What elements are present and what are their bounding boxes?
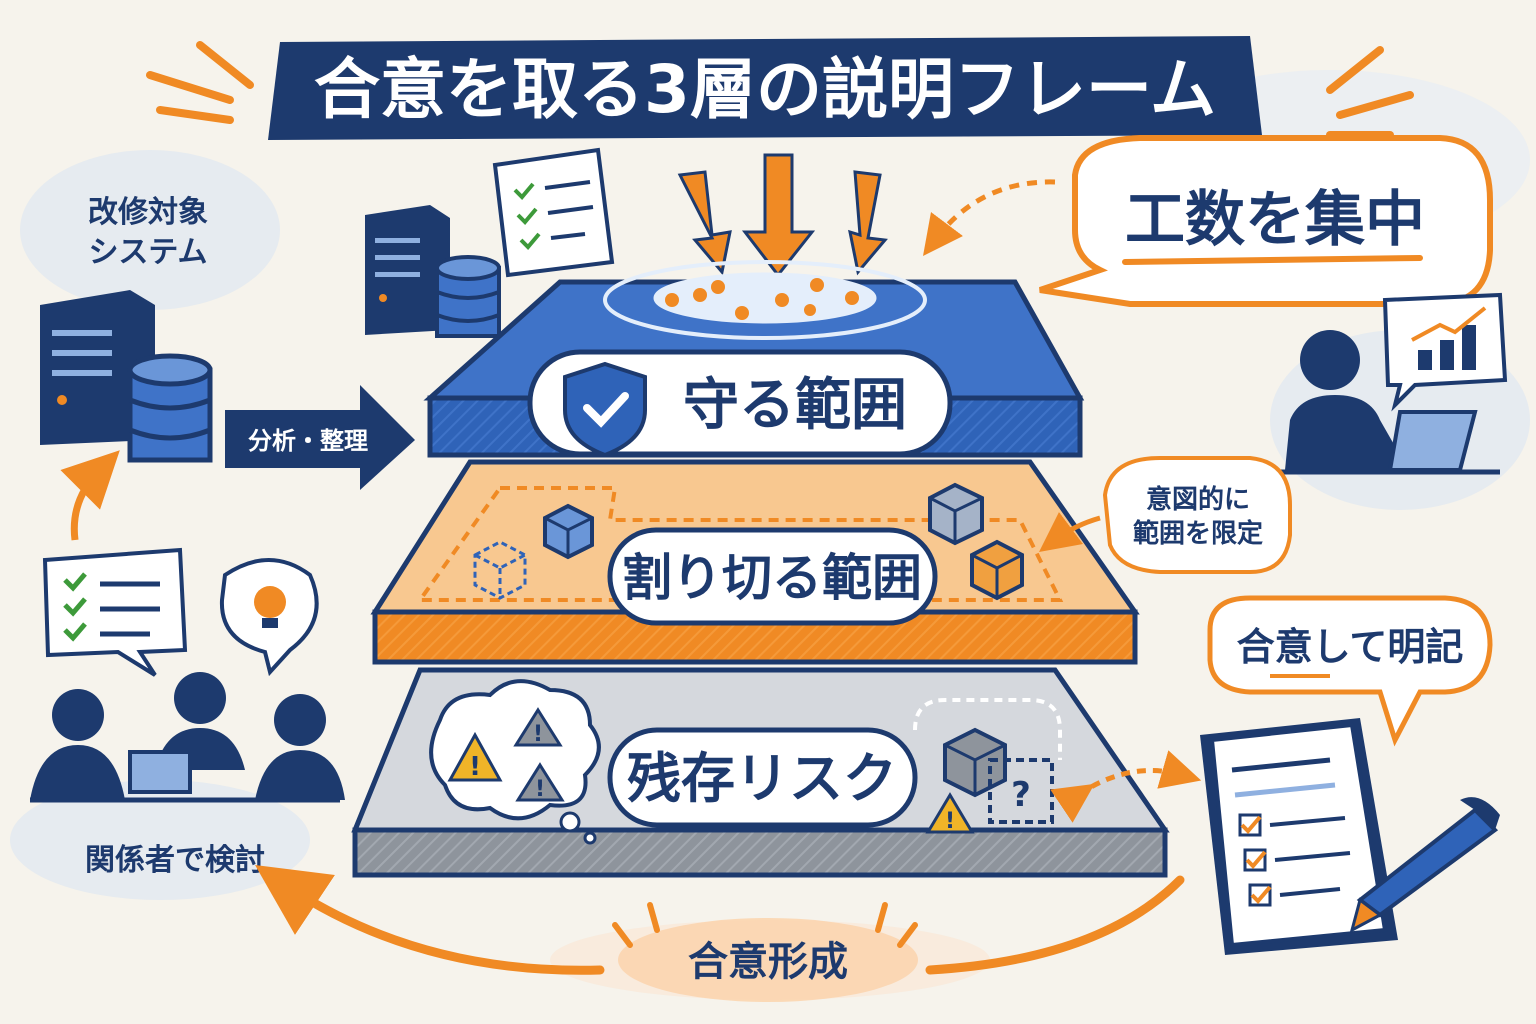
warning-icon: !: [515, 762, 565, 802]
server-icon: [40, 290, 155, 445]
limit-bubble: 意図的に 範囲を限定: [1102, 456, 1292, 574]
growth-chart-bubble: [1382, 292, 1508, 412]
analysis-arrow-label: 分析・整理: [248, 427, 368, 455]
layer-risk: ! ! ! 残存リスク ? !: [351, 667, 1170, 878]
risk-document-link-arrow: [1050, 750, 1202, 823]
risk-label-pill: 残存リスク: [607, 727, 918, 828]
limit-bubble-line1: 意図的に: [1146, 484, 1250, 515]
svg-text:?: ?: [1011, 775, 1031, 815]
warning-icon: !: [925, 792, 975, 834]
lightbulb-icon: [254, 586, 286, 618]
dashed-cube-icon: [473, 540, 527, 600]
focus-to-layer-arrow: [922, 179, 1056, 256]
top-server-group: [365, 205, 501, 338]
title-banner: 合意を取る3層の説明フレーム: [268, 36, 1262, 140]
system-label-line2: システム: [88, 235, 207, 270]
analyst-group: [1270, 292, 1508, 475]
layer-protect-label: 守る範囲: [683, 373, 907, 438]
svg-text:!: !: [535, 777, 545, 802]
consensus-label-group: 合意形成: [612, 902, 918, 1002]
cube-icon: [970, 539, 1024, 601]
laptop-icon: [30, 750, 340, 803]
focus-arrows: [677, 153, 888, 278]
focus-bubble: 工数を集中: [1039, 135, 1493, 307]
consensus-arc-right: [925, 875, 1185, 975]
shield-check-icon: [563, 361, 647, 458]
agree-bubble: 合意して明記: [1207, 595, 1493, 747]
agree-bubble-label: 合意して明記: [1237, 625, 1464, 669]
stakeholders-label: 関係者で検討: [85, 843, 265, 878]
system-label-line1: 改修対象: [88, 195, 208, 230]
focus-dots: [665, 278, 859, 320]
analysis-arrow: 分析・整理: [225, 385, 415, 490]
warning-icon: !: [447, 731, 503, 782]
warning-thought-bubble: ! ! !: [429, 679, 601, 845]
pen-icon: [1349, 797, 1500, 933]
svg-text:!: !: [533, 722, 543, 747]
checklist-speech-bubble: [42, 547, 188, 677]
svg-text:!: !: [945, 809, 955, 834]
layer-risk-label: 残存リスク: [627, 747, 897, 810]
cube-icon: [943, 727, 1007, 798]
focus-bubble-label: 工数を集中: [1125, 185, 1425, 255]
signed-document-icon: [1200, 718, 1500, 955]
layer-cut-label: 割り切る範囲: [622, 549, 922, 607]
target-system-group: 改修対象 システム: [40, 195, 213, 463]
cut-label-pill: 割り切る範囲: [607, 527, 938, 626]
limit-to-layer-arrow: [1038, 512, 1101, 552]
svg-text:!: !: [469, 752, 481, 782]
unknown-scope-group: ? !: [913, 698, 1062, 834]
layer-protect: 守る範囲: [423, 260, 1085, 458]
page-title: 合意を取る3層の説明フレーム: [314, 51, 1216, 128]
cube-icon: [543, 503, 594, 560]
person-at-laptop-icon: [1270, 330, 1500, 475]
limit-bubble-line2: 範囲を限定: [1133, 518, 1263, 549]
warning-icon: !: [513, 707, 563, 747]
stakeholders-group: 関係者で検討: [30, 547, 345, 878]
protect-label-pill: 守る範囲: [527, 349, 953, 458]
top-checklist-icon: [492, 147, 615, 278]
database-icon: [127, 353, 213, 463]
consensus-arc-left: [255, 865, 605, 975]
trend-up-icon: [1411, 306, 1487, 342]
consensus-label: 合意形成: [688, 939, 848, 985]
focus-ripple: [603, 260, 927, 340]
up-arrow-to-system: [60, 450, 120, 541]
layer-cut: 割り切る範囲: [370, 459, 1140, 665]
lightbulb-speech-bubble: [219, 558, 319, 677]
cube-icon: [928, 482, 984, 546]
